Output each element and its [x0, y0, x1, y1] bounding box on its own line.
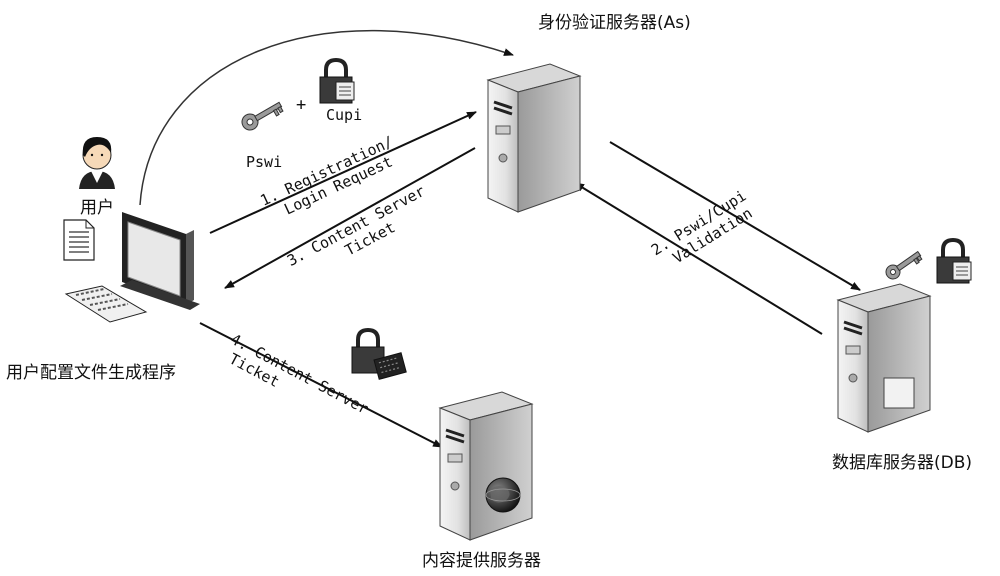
db-key-icon	[885, 250, 923, 280]
db-lock-icon	[936, 237, 972, 284]
curved-arrow-user-to-auth	[139, 29, 514, 206]
db-server-icon	[836, 283, 932, 433]
content-server-icon	[438, 391, 534, 541]
key-icon	[241, 101, 284, 131]
globe-icon	[485, 477, 521, 513]
document-icon	[63, 219, 95, 261]
user-label: 用户	[80, 198, 114, 218]
key-label: Pswi	[246, 153, 283, 171]
db-server-label: 数据库服务器(DB)	[832, 453, 973, 473]
lock-icon	[319, 57, 355, 104]
content-server-label: 内容提供服务器	[422, 551, 541, 571]
arrow-step1	[209, 111, 477, 234]
arrow-step3	[224, 147, 476, 289]
auth-server-label: 身份验证服务器(As)	[538, 13, 691, 33]
arrow-step2-to-db	[609, 141, 861, 291]
arrow-step4	[199, 322, 443, 448]
profile-generator-label: 用户配置文件生成程序	[6, 363, 176, 383]
arrow-step2-to-auth	[574, 182, 823, 335]
computer-icon	[64, 212, 200, 323]
auth-server-icon	[486, 63, 582, 213]
user-person-icon	[79, 137, 115, 189]
lock-label: Cupi	[326, 106, 363, 124]
ticket-lock-icon	[351, 327, 407, 380]
plus-label: +	[296, 95, 307, 115]
